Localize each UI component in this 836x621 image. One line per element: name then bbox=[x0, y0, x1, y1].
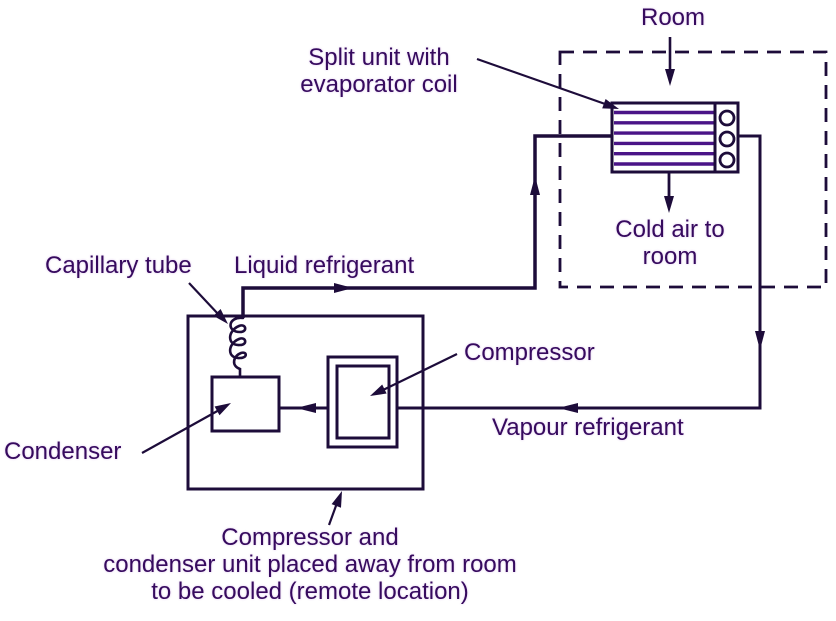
evaporator-unit-box bbox=[610, 101, 740, 174]
compressor-leader-arrowhead bbox=[370, 384, 387, 396]
compressor-leader-line bbox=[380, 353, 458, 392]
liquid-flow-up-arrowhead bbox=[530, 176, 540, 195]
split-unit-leader-arrowhead bbox=[602, 99, 619, 109]
vapour-flow-down-arrowhead bbox=[755, 331, 765, 350]
condenser-leader-line bbox=[141, 408, 222, 454]
outdoor-unit-box bbox=[186, 314, 425, 491]
split-unit-label: Split unit with evaporator coil bbox=[300, 44, 458, 98]
condenser-label: Condenser bbox=[4, 438, 122, 465]
capillary-leader-arrowhead bbox=[213, 309, 228, 324]
capillary-leader-line bbox=[188, 282, 220, 316]
caption-leader-line bbox=[327, 502, 339, 526]
fan-circle bbox=[718, 130, 736, 148]
fan-circle bbox=[718, 109, 736, 127]
room-label: Room bbox=[640, 4, 706, 31]
caption-leader-arrowhead bbox=[331, 491, 342, 508]
compressor-box-inner bbox=[335, 364, 391, 440]
room-boundary-dashed-box bbox=[558, 50, 828, 289]
capillary-tube-label: Capillary tube bbox=[45, 252, 192, 279]
vapour-flow-left-arrowhead bbox=[558, 403, 578, 413]
caption-label: Compressor and condenser unit placed awa… bbox=[103, 524, 517, 605]
liquid-refrigerant-pipe bbox=[241, 134, 612, 318]
liquid-refrigerant-label: Liquid refrigerant bbox=[234, 252, 415, 279]
split-unit-leader-line bbox=[476, 57, 609, 107]
fan-circles bbox=[718, 109, 736, 169]
vapour-refrigerant-label: Vapour refrigerant bbox=[492, 414, 684, 441]
compressor-box-outer bbox=[326, 355, 399, 449]
capillary-coil bbox=[228, 316, 247, 379]
compressor-label: Compressor bbox=[464, 339, 595, 366]
condenser-leader-arrowhead bbox=[214, 403, 231, 416]
cold-air-arrowhead bbox=[664, 196, 674, 213]
condenser-box bbox=[210, 375, 281, 433]
evaporator-coil-fins bbox=[614, 110, 714, 166]
cold-air-label: Cold air to room bbox=[615, 216, 725, 270]
condenser-flow-left-arrowhead bbox=[296, 403, 316, 413]
liquid-flow-right-arrowhead bbox=[334, 283, 353, 293]
vapour-refrigerant-pipe bbox=[397, 134, 762, 410]
fan-circle bbox=[718, 151, 736, 169]
room-air-arrowhead bbox=[665, 69, 675, 86]
